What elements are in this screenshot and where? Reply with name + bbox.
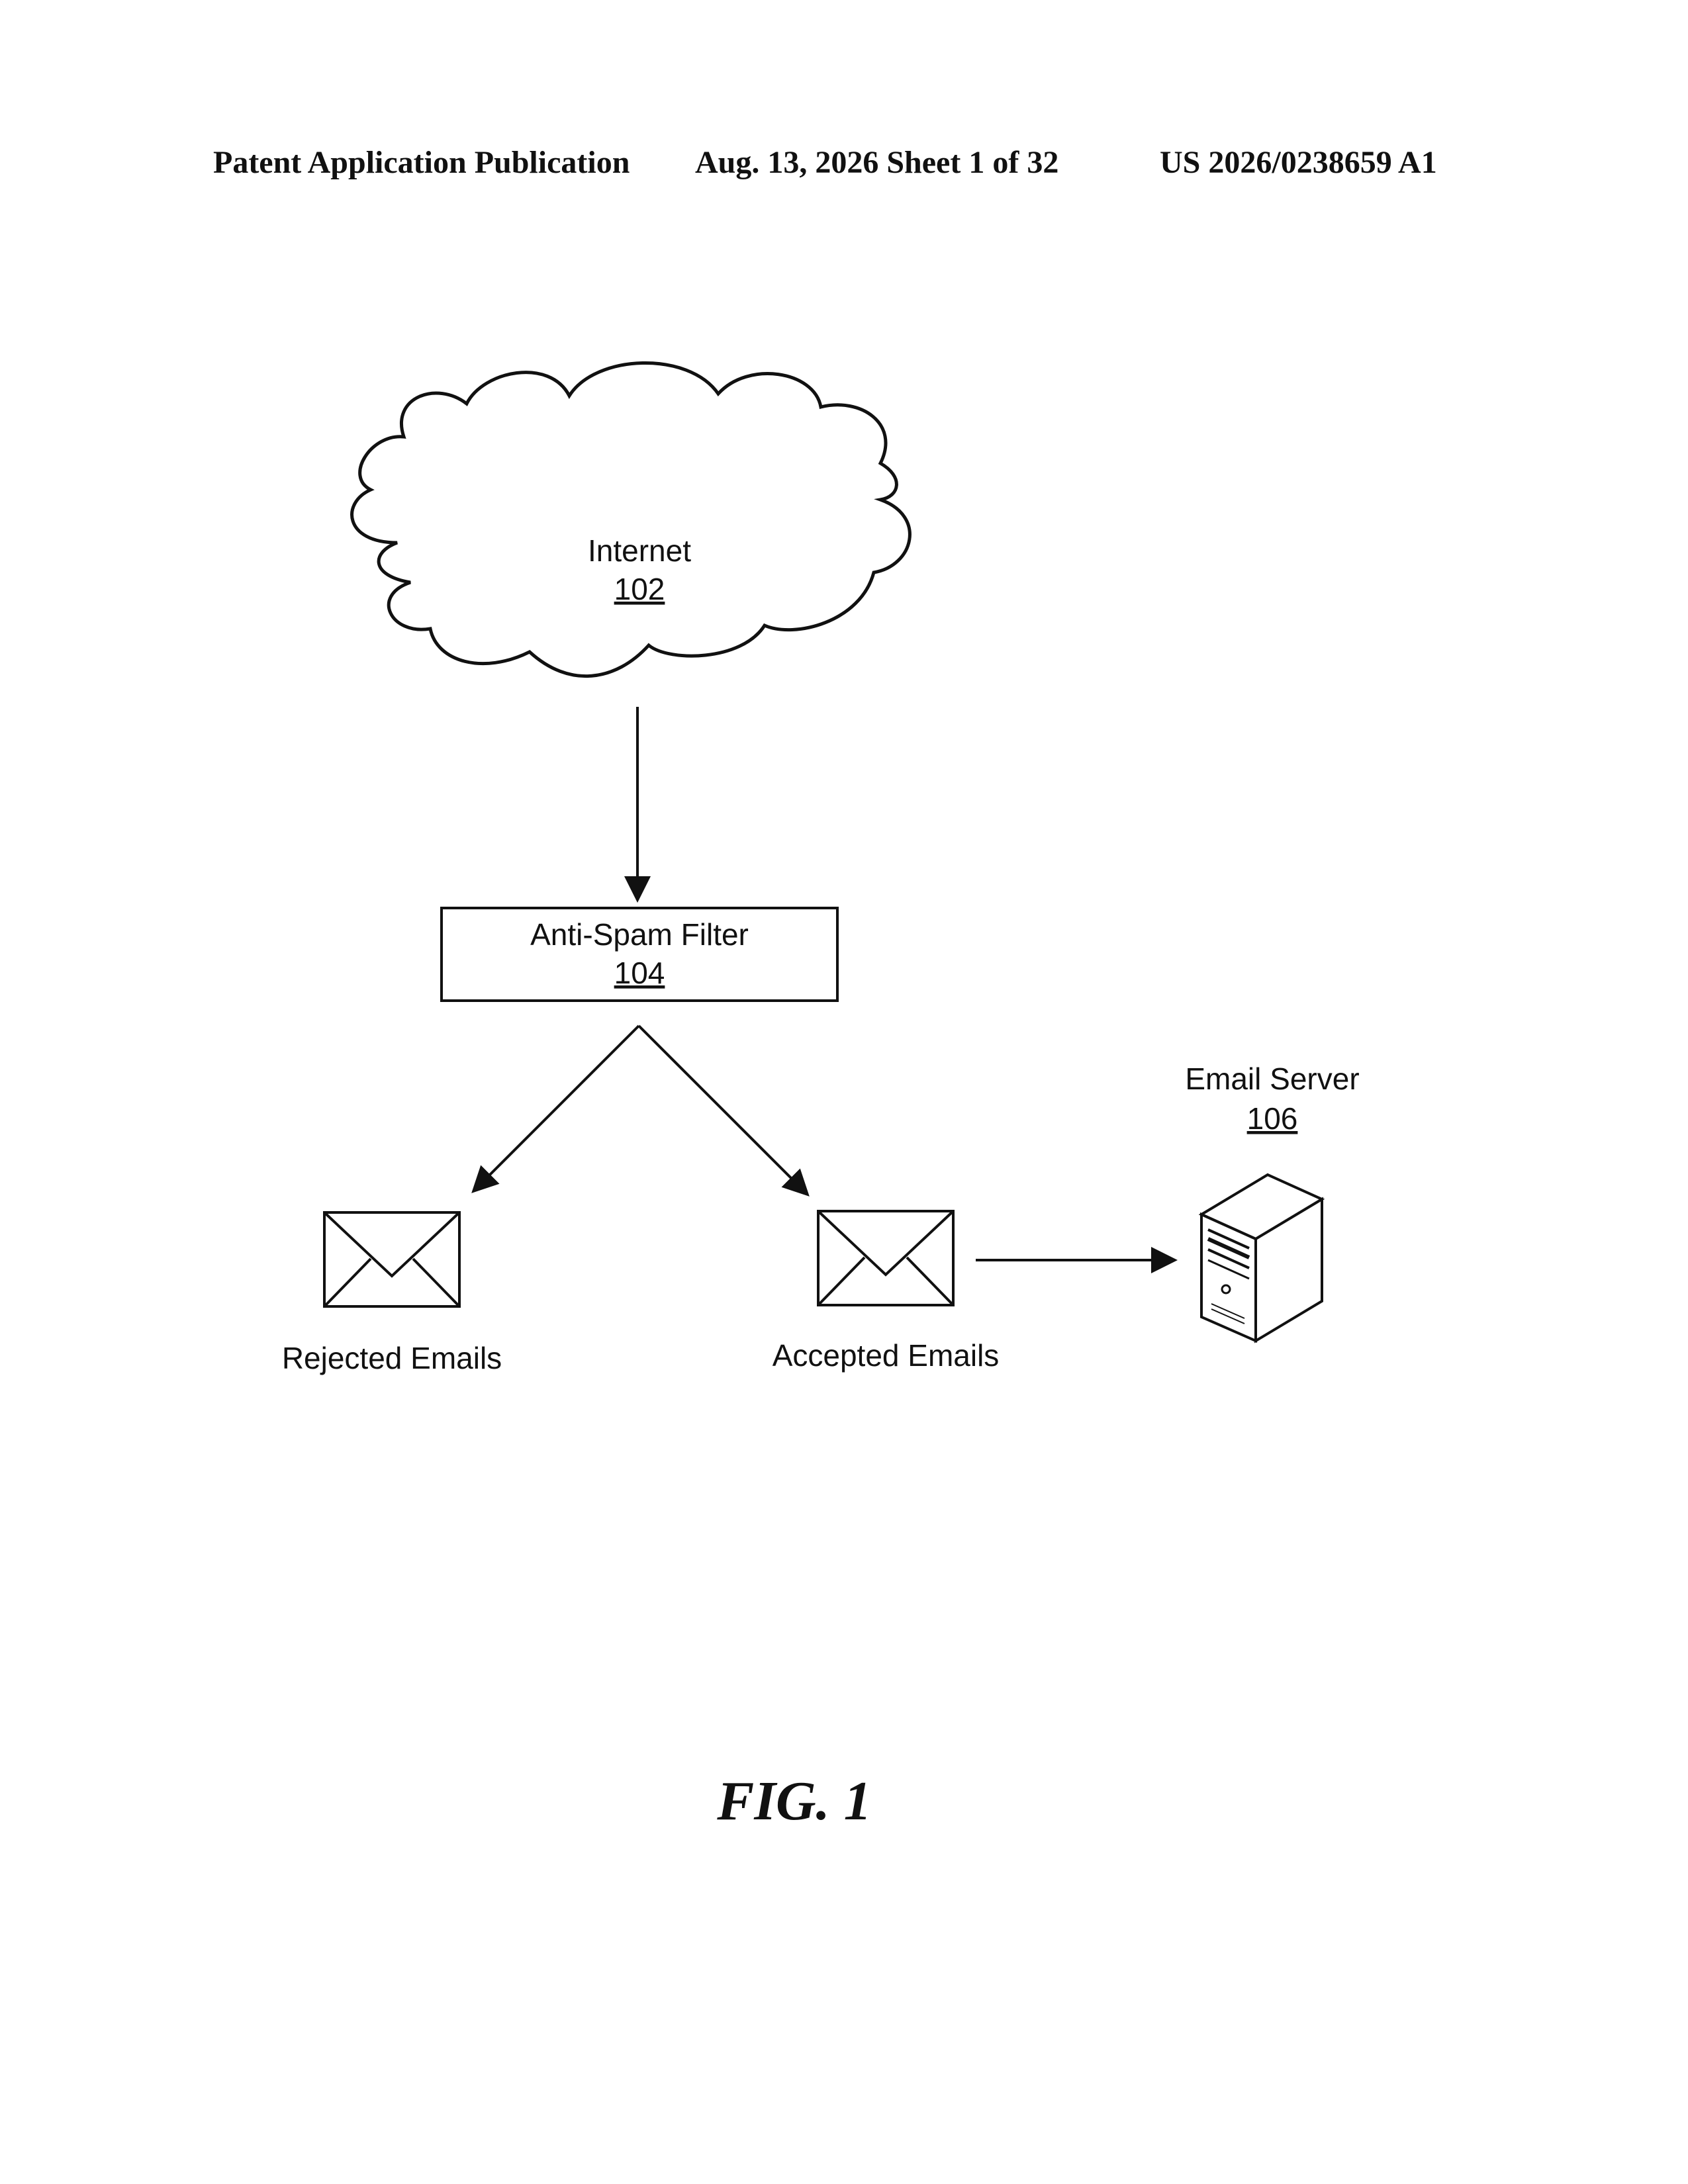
rejected-emails-label: Rejected Emails — [282, 1341, 502, 1375]
rejected-emails-node: Rejected Emails — [282, 1212, 502, 1375]
email-server-ref-number: 106 — [1247, 1101, 1298, 1136]
anti-spam-filter-node: Anti-Spam Filter 104 — [442, 908, 837, 1001]
filter-label: Anti-Spam Filter — [530, 917, 749, 952]
email-server-label: Email Server — [1185, 1062, 1359, 1096]
internet-ref-number: 102 — [614, 572, 665, 606]
filter-ref-number: 104 — [614, 956, 665, 990]
internet-node: Internet 102 — [352, 363, 910, 676]
server-icon — [1201, 1175, 1322, 1341]
cloud-icon — [352, 363, 910, 676]
accepted-emails-node: Accepted Emails — [773, 1211, 1000, 1373]
internet-label: Internet — [588, 533, 691, 568]
accepted-emails-label: Accepted Emails — [773, 1338, 1000, 1373]
figure-label: FIG. 1 — [0, 1774, 1589, 1829]
arrow-filter-to-accepted — [639, 1026, 808, 1195]
email-server-node: Email Server 106 — [1185, 1062, 1359, 1341]
envelope-icon — [818, 1211, 953, 1305]
arrow-filter-to-rejected — [473, 1026, 639, 1191]
envelope-icon — [324, 1212, 459, 1306]
